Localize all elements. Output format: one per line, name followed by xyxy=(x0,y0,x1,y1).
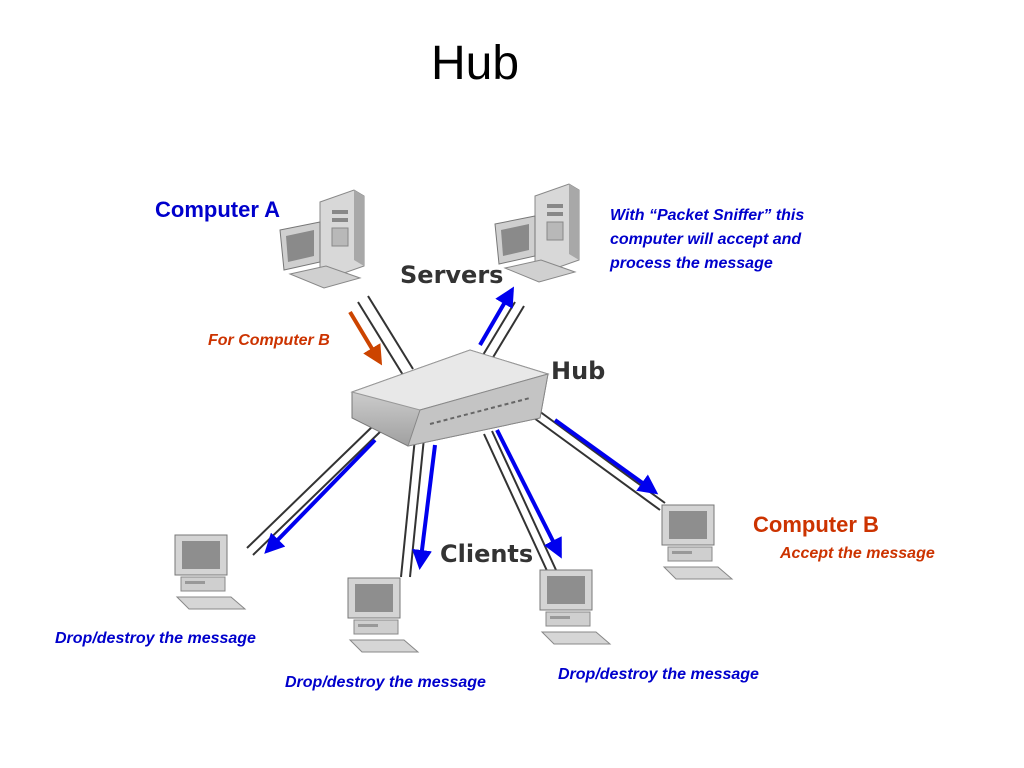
hub-device-icon xyxy=(350,349,550,447)
client-computer-b-icon xyxy=(661,504,733,580)
slide-title: Hub xyxy=(430,37,520,90)
client-right-icon xyxy=(539,569,611,645)
client-center-icon xyxy=(347,577,419,653)
server-sniffer-icon xyxy=(494,183,580,283)
client-left-icon xyxy=(174,534,246,610)
message-arrows xyxy=(264,286,659,570)
arrow-to-client-left xyxy=(264,438,377,554)
arrow-to-sniffer xyxy=(478,286,515,347)
arrow-to-client-center xyxy=(412,444,437,570)
accept-message-label: Accept the message xyxy=(780,545,935,562)
arrow-for-computer-b xyxy=(348,310,383,366)
drop-message-left-label: Drop/destroy the message xyxy=(55,630,256,647)
hub-label: Hub xyxy=(551,357,606,385)
drop-message-right-label: Drop/destroy the message xyxy=(558,666,759,683)
clients-label: Clients xyxy=(440,540,534,568)
packet-sniffer-note: With “Packet Sniffer” this computer will… xyxy=(610,207,805,272)
server-computer-a-icon xyxy=(279,189,365,289)
computer-b-label: Computer B xyxy=(753,512,879,537)
for-computer-b-label: For Computer B xyxy=(208,332,330,349)
arrow-to-computer-b xyxy=(553,418,659,495)
arrow-to-client-right xyxy=(495,429,562,559)
computer-a-label: Computer A xyxy=(155,197,281,222)
drop-message-center-label: Drop/destroy the message xyxy=(285,674,486,691)
servers-label: Servers xyxy=(400,261,504,289)
